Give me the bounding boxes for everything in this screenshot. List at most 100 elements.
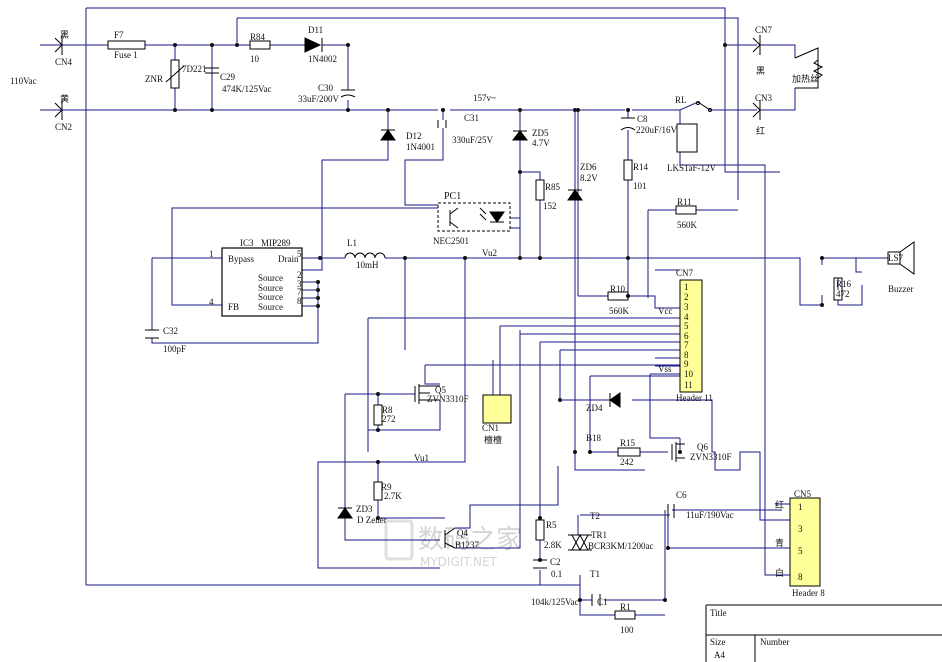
r5-val: 2.8K [544,540,562,550]
r1-ref: R1 [620,602,631,612]
svg-text:8: 8 [798,572,803,582]
diode-d11 [304,37,323,53]
supply-label: 110Vac [10,76,37,86]
mosfet-q5 [414,384,440,404]
c31-ref: C31 [464,113,479,123]
zd5-ref: ZD5 [532,128,549,138]
svg-text:8: 8 [684,350,689,360]
c29-val: 474K/125Vac [222,84,272,94]
cn2-ref: CN2 [55,122,72,132]
q6-val: ZVN3310F [690,452,732,462]
r16-ref: R16 [836,279,852,289]
cn7-top-ref: CN7 [755,25,773,35]
capacitor-c32 [145,329,159,339]
tr1-ref: TR1 [591,530,607,540]
tr1-val: BCR3KM/1200ac [588,541,654,551]
d11-val: 1N4002 [308,54,337,64]
svg-text:5: 5 [798,546,803,556]
r9-ref: R9 [381,482,392,492]
c32-ref: C32 [163,326,178,336]
cn3-connector [752,100,761,120]
capacitor-c31 [437,120,447,128]
capacitor-c30 [340,89,356,98]
c30-val: 33uF/200V [298,94,340,104]
header8-val: Header 8 [792,588,825,598]
header11-ref: CN7 [676,268,694,278]
c1-val: 104k/125Vac [531,597,579,607]
f7-ref: F7 [114,30,124,40]
l1-ref: L1 [347,238,357,248]
header-8 [789,497,821,587]
r9-val: 2.7K [384,491,402,501]
q6-ref: Q6 [697,442,708,452]
zd5-val: 4.7V [532,138,550,148]
pc1-val: NEC2501 [433,236,469,246]
size-label: Size [710,637,726,647]
resistor-r1 [614,610,636,620]
svg-text:9: 9 [684,359,689,369]
cn4-mark: 黑 [60,30,69,40]
junctions [173,43,824,602]
q4-ref: Q4 [457,528,468,538]
fuse-f7 [107,40,146,50]
resistor-r8 [373,404,383,426]
zd4-ref: ZD4 [586,403,603,413]
resistor-r10 [607,291,629,301]
r14-val: 101 [633,181,647,191]
cn7-top-mark: 黑 [756,66,765,76]
svg-text:4: 4 [209,297,214,307]
znr-val: 7D221 [182,64,207,74]
title-label: Title [710,608,727,618]
v157-label: 157v~ [473,93,496,103]
l1-val: 10mH [356,260,379,270]
header8-mark-white: 白 [775,567,784,578]
r15-val: 242 [620,457,634,467]
resistor-r15 [617,447,641,457]
varistor-znr [170,59,180,89]
cn1-val: 檀檀 [484,434,502,445]
c6-val: 11uF/190Vac [686,510,734,520]
resistor-r16 [833,277,843,301]
svg-text:6: 6 [684,331,689,341]
d11-ref: D11 [308,25,323,35]
ic-mip289 [221,247,303,317]
ic3-ref: IC3 [240,238,254,248]
ic3-bypass: Bypass [228,254,255,264]
connector-cn1 [482,394,512,424]
resistor-r84 [249,40,271,50]
diode-d12 [380,129,396,141]
vu2-label: Vu2 [482,248,497,258]
svg-text:8: 8 [297,296,302,306]
ic3-val: MIP289 [261,238,291,248]
relay-rl [676,101,712,153]
svg-text:10: 10 [684,369,694,379]
c30-ref: C30 [318,83,334,93]
c1-ref: C1 [597,597,608,607]
svg-text:3: 3 [684,302,689,312]
header11-val: Header 11 [676,393,713,403]
c8-val: 220uF/16V [636,125,678,135]
heater-label: 加热丝 [792,73,819,84]
r84-val: 10 [250,54,260,64]
inductor-l1 [344,252,386,259]
svg-text:11: 11 [684,380,693,390]
resistor-r85 [535,179,545,201]
ls7-ref: LS7 [888,253,904,263]
cn4-ref: CN4 [55,57,73,67]
header8-ref: CN5 [794,489,812,499]
c2-val: 0.1 [551,569,562,579]
header-11 [679,279,703,393]
vu1-label: Vu1 [414,453,429,463]
cn3-mark: 红 [756,125,765,136]
svg-text:1: 1 [798,502,803,512]
capacitor-c29 [205,67,219,74]
c6-ref: C6 [676,490,687,500]
ic3-fb: FB [228,302,239,312]
svg-text:7: 7 [684,340,689,350]
svg-text:3: 3 [297,279,302,289]
ic3-source4: Source [258,302,283,312]
